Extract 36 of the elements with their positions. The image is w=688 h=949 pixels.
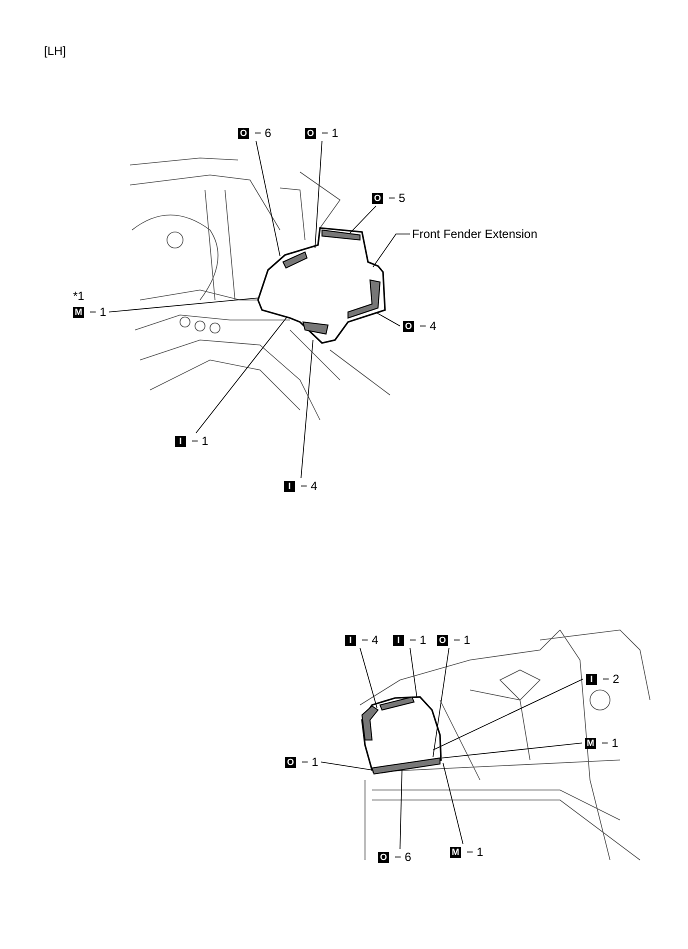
callout-label: I − 4 (345, 633, 378, 647)
leader-line (360, 648, 378, 708)
callout-label: O − 1 (305, 126, 338, 140)
leader-line (442, 762, 464, 844)
part-label: Front Fender Extension (412, 227, 538, 241)
leader-line (442, 742, 582, 758)
callout-label: O − 1 (437, 633, 470, 647)
callout-label: I − 4 (284, 479, 318, 493)
vehicle-body-drawing (130, 158, 390, 420)
callout-label: I − 1 (175, 434, 208, 448)
callout-label: O − 4 (403, 319, 436, 333)
leader-line (432, 648, 450, 758)
leader-line (256, 140, 280, 256)
view-title: [LH] (44, 44, 66, 58)
callout-label: M − 1 (73, 305, 106, 319)
leader-line (320, 762, 372, 770)
leader-line (376, 312, 400, 326)
callout-label: I − 2 (586, 672, 620, 686)
leader-line (314, 140, 322, 248)
leader-line (196, 316, 288, 434)
leader-line (300, 340, 314, 478)
callout-label: O − 5 (372, 191, 406, 205)
leader-line (350, 206, 376, 234)
leader-line (400, 770, 402, 850)
note-mark: *1 (73, 289, 84, 303)
callout-label: O − 6 (238, 126, 272, 140)
vehicle-body-drawing (360, 630, 650, 860)
callout-label: I − 1 (393, 633, 426, 647)
leader-line (432, 678, 584, 750)
leader-line (108, 298, 258, 312)
leader-line (372, 234, 410, 268)
callout-label: O − 1 (285, 755, 318, 769)
callout-label: M − 1 (585, 736, 618, 750)
callout-label: O − 6 (378, 850, 412, 864)
leader-line (410, 648, 418, 698)
callout-label: M − 1 (450, 845, 484, 859)
